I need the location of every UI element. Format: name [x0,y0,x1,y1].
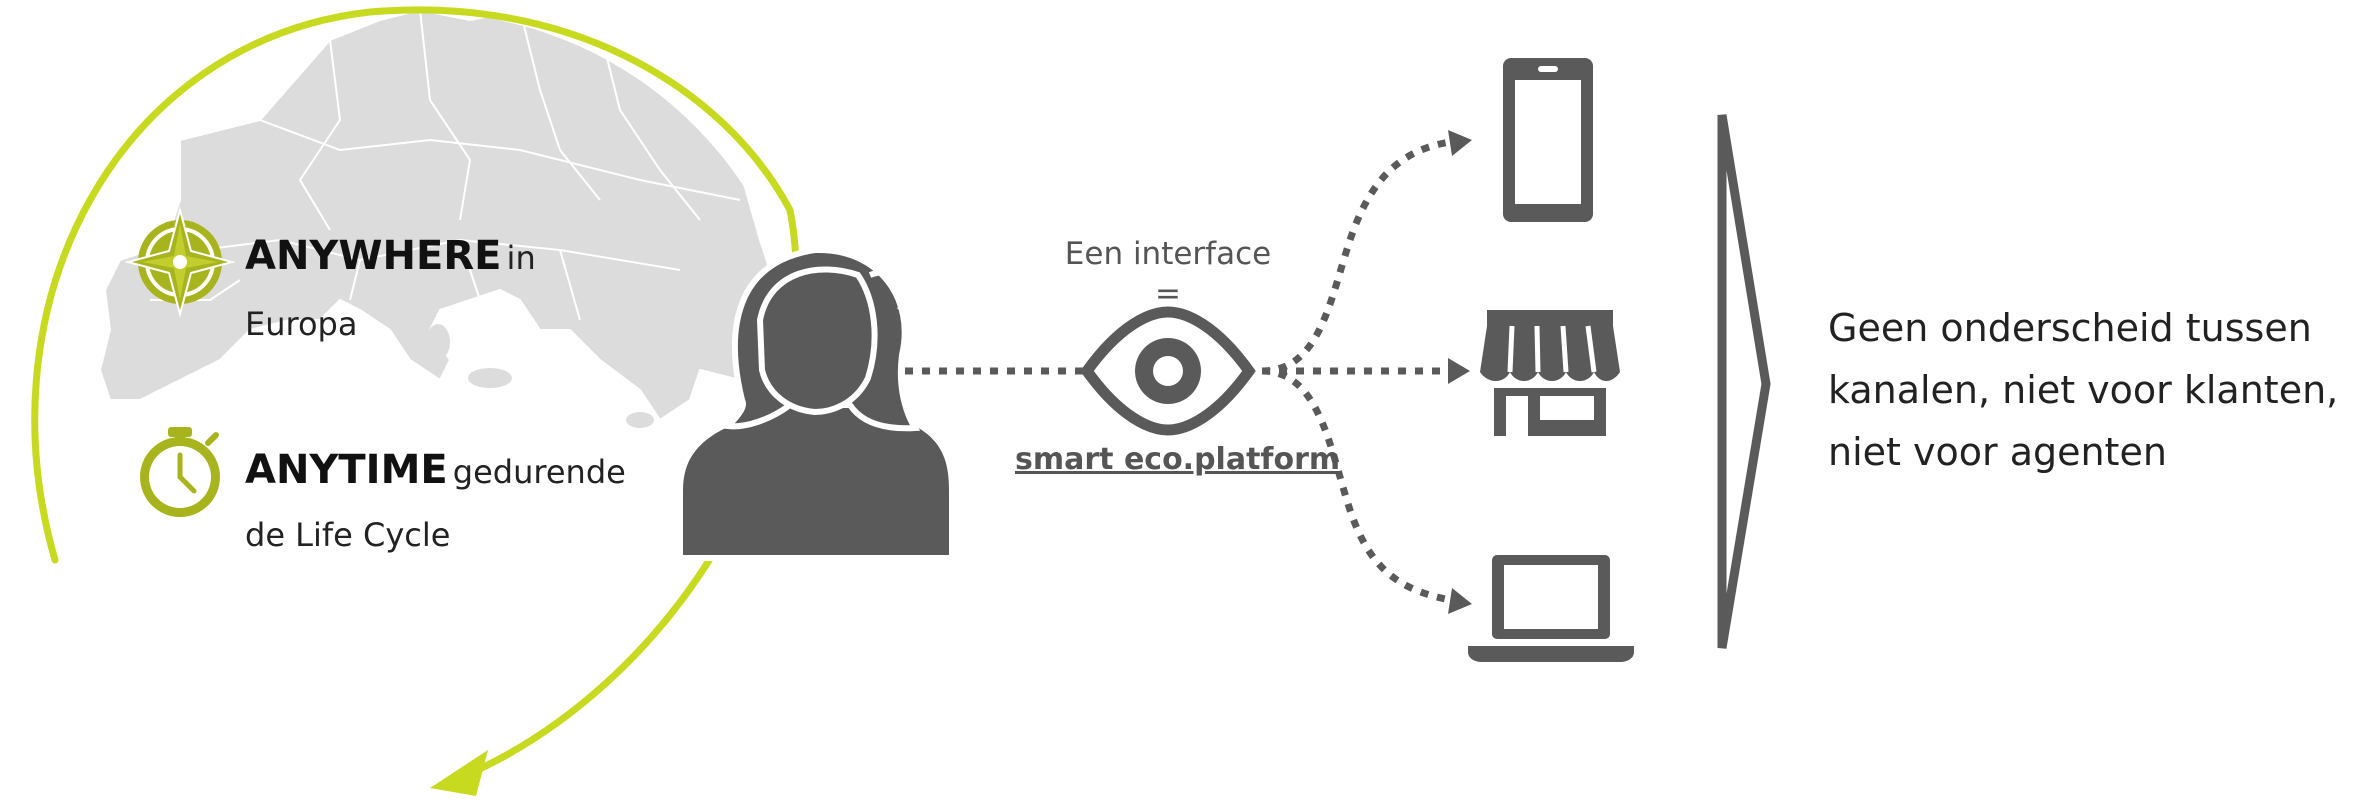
cycle-arrowhead [430,750,488,796]
anytime-rest: gedurende [452,453,626,491]
europe-map [98,12,782,428]
anytime-line2: de Life Cycle [245,516,451,554]
anywhere-line2: Europa [245,305,358,343]
compass-icon [124,206,236,318]
connector-arrowheads [1448,130,1472,614]
platform-label: smart eco.platform [1015,442,1341,477]
store-icon [1480,310,1620,436]
connector-lines [905,138,1451,604]
anytime-strong: ANYTIME [245,447,448,493]
interface-label: Een interface [1064,236,1272,272]
anywhere-rest: in [506,239,536,277]
anywhere-label: ANYWHERE in [245,233,536,279]
equals-label: = [1155,276,1181,312]
smartphone-icon [1503,58,1593,222]
anywhere-strong: ANYWHERE [245,233,502,279]
eye-icon [1080,306,1256,436]
laptop-icon [1468,555,1634,662]
stopwatch-icon [140,427,220,517]
chevron-icon [1717,114,1771,649]
user-icon [677,246,955,561]
anytime-label: ANYTIME gedurende [245,447,626,493]
summary-text: Geen onderscheid tussen kanalen, niet vo… [1828,306,2339,474]
